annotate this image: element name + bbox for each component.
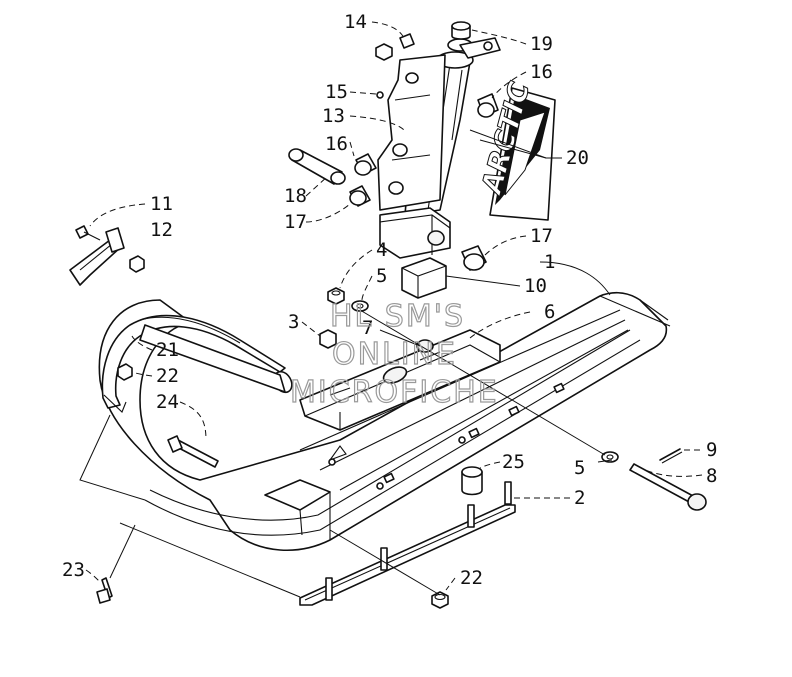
cap-19 bbox=[451, 21, 471, 40]
bushing-7 bbox=[416, 339, 434, 353]
callout-6: 6 bbox=[544, 301, 555, 323]
callout-2: 2 bbox=[574, 487, 585, 509]
bumper-25 bbox=[461, 466, 483, 496]
callout-19: 19 bbox=[530, 33, 553, 55]
callout-7: 7 bbox=[362, 317, 373, 339]
callout-4: 4 bbox=[376, 239, 387, 261]
callout-11: 11 bbox=[150, 193, 173, 215]
callout-21: 21 bbox=[156, 339, 179, 361]
callout-5: 5 bbox=[574, 457, 585, 479]
grease-fitting-15 bbox=[376, 91, 384, 99]
callout-17: 17 bbox=[284, 211, 307, 233]
callout-13: 13 bbox=[322, 105, 345, 127]
bolt-23 bbox=[96, 577, 113, 604]
callout-22: 22 bbox=[460, 567, 483, 589]
bushing-16-left bbox=[354, 153, 377, 176]
watermark-line-1: HL SM'S bbox=[330, 299, 465, 334]
callout-1: 1 bbox=[544, 251, 555, 273]
pivot-bolt-8 bbox=[629, 463, 707, 511]
washer-5-upper bbox=[351, 300, 369, 312]
watermark: HL SM'S ONLINE MICROFICHE bbox=[289, 298, 499, 410]
callout-10: 10 bbox=[524, 275, 547, 297]
callout-23: 23 bbox=[62, 559, 85, 581]
callout-9: 9 bbox=[706, 439, 717, 461]
callout-22: 22 bbox=[156, 365, 179, 387]
nut-12 bbox=[129, 255, 145, 273]
callout-20: 20 bbox=[566, 147, 589, 169]
bushing-17-left bbox=[349, 185, 371, 207]
bushing-17-right bbox=[461, 245, 487, 271]
nut-3 bbox=[319, 329, 337, 349]
leader-lines bbox=[79, 21, 703, 598]
callout-12: 12 bbox=[150, 219, 173, 241]
fastener-11 bbox=[75, 225, 101, 241]
bolt-24 bbox=[167, 435, 219, 468]
callout-14: 14 bbox=[344, 11, 367, 33]
callout-16: 16 bbox=[530, 61, 553, 83]
callout-16: 16 bbox=[325, 133, 348, 155]
nut-4 bbox=[327, 287, 345, 305]
watermark-line-3: MICROFICHE bbox=[290, 375, 499, 410]
bracket-11 bbox=[69, 227, 125, 286]
callout-8: 8 bbox=[706, 465, 717, 487]
callout-3: 3 bbox=[288, 311, 299, 333]
callout-17: 17 bbox=[530, 225, 553, 247]
washer-5-right bbox=[601, 451, 619, 463]
callout-18: 18 bbox=[284, 185, 307, 207]
callout-5: 5 bbox=[376, 265, 387, 287]
ski-saddle bbox=[299, 329, 501, 431]
callout-labels: 14 19 16 15 13 16 20 18 17 11 12 17 4 5 … bbox=[62, 11, 717, 589]
ski-handle-loop bbox=[101, 314, 293, 413]
damper-block-10 bbox=[401, 257, 447, 299]
cotter-pin-9 bbox=[659, 448, 683, 464]
spindle-decal-20: ARCTIC bbox=[474, 77, 556, 221]
bushing-16-right bbox=[477, 93, 499, 118]
callout-25: 25 bbox=[502, 451, 525, 473]
ski bbox=[98, 291, 671, 552]
wear-bar bbox=[299, 481, 516, 606]
watermark-line-2: ONLINE bbox=[332, 337, 457, 372]
nut-22-top bbox=[117, 363, 133, 381]
fastener-14 bbox=[375, 33, 415, 61]
callout-24: 24 bbox=[156, 391, 179, 413]
spindle-13 bbox=[377, 37, 501, 259]
tube-18 bbox=[288, 148, 346, 185]
callout-15: 15 bbox=[325, 81, 348, 103]
nut-22-bottom bbox=[431, 591, 449, 609]
